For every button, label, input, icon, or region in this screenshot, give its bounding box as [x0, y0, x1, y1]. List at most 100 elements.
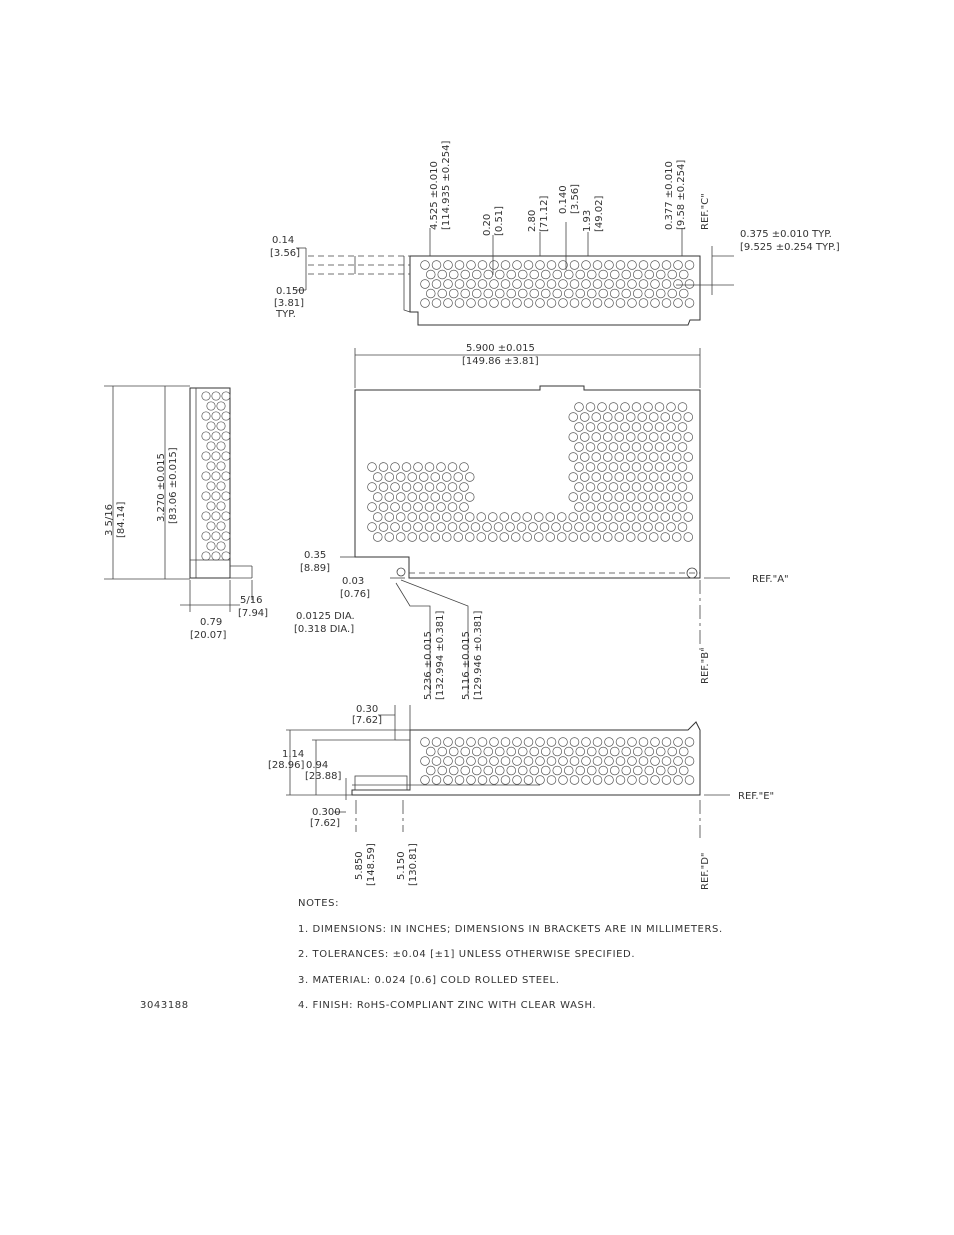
perforation-hole	[655, 765, 666, 776]
perforation-hole	[648, 512, 659, 522]
perforation-hole	[667, 765, 677, 776]
perforation-hole	[667, 288, 677, 299]
perforation-hole	[627, 737, 637, 747]
perforation-hole	[683, 452, 693, 462]
dim-bot-5150: 5.150	[396, 851, 407, 880]
perforation-hole	[516, 522, 527, 532]
dim-top-typ: TYP.	[275, 309, 296, 320]
perforation-hole	[512, 298, 522, 308]
perforation-hole	[505, 522, 515, 532]
perforation-hole	[378, 522, 389, 532]
perforation-hole	[221, 471, 231, 481]
perforation-hole	[407, 512, 418, 522]
perforation-hole	[569, 279, 580, 289]
perforation-hole	[442, 472, 452, 482]
perforation-hole	[556, 512, 567, 522]
perforation-hole	[655, 288, 666, 299]
dim-top-114935: [114.935 ±0.254]	[441, 141, 452, 230]
perforation-hole	[643, 462, 653, 472]
dim-top-958: [9.58 ±0.254]	[676, 160, 687, 230]
perforation-hole	[598, 746, 608, 757]
perforation-hole	[211, 471, 221, 481]
dim-dia-00125: 0.0125 DIA.	[296, 611, 355, 622]
perforation-hole	[367, 502, 377, 512]
perforation-hole	[597, 502, 607, 512]
dim-top-356: [3.56]	[270, 248, 300, 259]
dim-bot-2896: [28.96]	[268, 760, 305, 771]
perforation-hole	[673, 260, 683, 270]
dim-side-2007: [20.07]	[190, 630, 227, 641]
perforation-hole	[436, 522, 446, 532]
perforation-hole	[206, 541, 216, 551]
perforation-hole	[489, 260, 499, 270]
dim-bot-114: 1.14	[282, 749, 304, 760]
perforation-hole	[569, 298, 580, 308]
perforation-hole	[211, 531, 221, 541]
perforation-hole	[586, 288, 597, 299]
perforation-hole	[660, 512, 670, 522]
perforation-hole	[216, 441, 226, 451]
perforation-hole	[390, 482, 400, 492]
perforation-hole	[216, 521, 226, 531]
perforation-hole	[581, 279, 591, 289]
perforation-hole	[579, 452, 590, 462]
perforation-hole	[216, 421, 226, 431]
perforation-hole	[660, 532, 670, 542]
perforation-hole	[472, 269, 482, 280]
top-view-dimensions: 0.14 [3.56] 0.150 [3.81] TYP. 4.525 ±0.0…	[270, 141, 840, 320]
perforation-hole	[449, 288, 459, 299]
perforation-hole	[654, 442, 665, 452]
perforation-hole	[443, 737, 453, 747]
perforation-hole	[472, 765, 482, 776]
dim-top-381: [3.81]	[274, 298, 304, 309]
perforation-hole	[206, 441, 216, 451]
perforation-hole	[638, 298, 649, 308]
perforation-hole	[648, 472, 659, 482]
perforation-hole	[483, 269, 494, 280]
perforation-hole	[506, 765, 517, 776]
perforation-hole	[221, 411, 231, 421]
note-2: 2. TOLERANCES: ±0.04 [±1] UNLESS OTHERWI…	[298, 949, 635, 960]
perforation-hole	[620, 462, 630, 472]
perforation-hole	[401, 482, 412, 492]
perforation-hole	[625, 412, 636, 422]
perforation-hole	[608, 422, 619, 432]
perforation-hole	[563, 269, 574, 280]
perforation-hole	[677, 402, 688, 412]
perforation-hole	[211, 451, 221, 461]
perforation-hole	[592, 279, 603, 289]
perforation-hole	[627, 279, 637, 289]
perforation-hole	[442, 512, 452, 522]
perforation-hole	[201, 491, 211, 501]
perforation-hole	[604, 260, 614, 270]
perforation-hole	[575, 765, 585, 776]
perforation-hole	[426, 746, 436, 757]
perforation-hole	[476, 512, 487, 522]
perforation-hole	[221, 491, 231, 501]
perforation-hole	[460, 269, 471, 280]
perforation-hole	[684, 298, 695, 308]
perforation-hole	[666, 502, 676, 512]
perforation-hole	[437, 746, 448, 757]
perforation-hole	[517, 288, 528, 299]
dim-top-051: [0.51]	[494, 206, 505, 236]
perforation-hole	[396, 492, 406, 502]
perforation-hole	[608, 402, 619, 412]
perforation-hole	[644, 269, 654, 280]
perforation-hole	[666, 402, 676, 412]
dim-v-132994: [132.994 ±0.381]	[435, 611, 446, 700]
perforation-hole	[579, 532, 590, 542]
perforation-hole	[221, 431, 231, 441]
side-view-dimensions: 3 5/16 [84.14] 3.270 ±0.015 [83.06 ±0.01…	[104, 385, 268, 641]
perforation-hole	[453, 532, 464, 542]
perforation-hole	[453, 472, 464, 482]
perforation-hole	[660, 492, 670, 502]
perforation-hole	[483, 765, 494, 776]
perforation-hole	[638, 775, 649, 785]
perforation-hole	[529, 269, 539, 280]
perforation-hole	[586, 269, 597, 280]
perforation-hole	[495, 269, 505, 280]
perforation-hole	[517, 746, 528, 757]
dim-top-9525: [9.525 ±0.254 TYP.]	[740, 242, 840, 253]
